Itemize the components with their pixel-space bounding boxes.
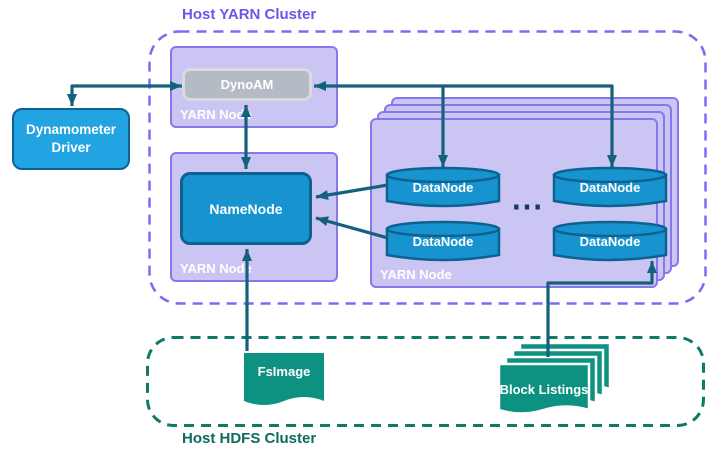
host-hdfs-cluster-title: Host HDFS Cluster	[182, 430, 317, 447]
ellipsis: ⋯	[511, 188, 543, 224]
datanode-cylinder-2: DataNode	[385, 220, 501, 266]
arrow-dynoam-driver	[67, 81, 182, 106]
yarn-node-label: YARN Node	[380, 267, 452, 282]
fsimage-document: FsImage	[243, 352, 325, 414]
datanode-label: DataNode	[579, 234, 641, 249]
dynamometer-driver-box: Dynamometer Driver	[12, 108, 130, 170]
host-yarn-cluster-title: Host YARN Cluster	[182, 6, 317, 23]
datanode-cylinder-1: DataNode	[385, 166, 501, 212]
datanode-cylinder-4: DataNode	[552, 220, 668, 266]
datanode-label: DataNode	[579, 180, 641, 195]
dynoam-box: DynoAM	[182, 68, 312, 101]
datanode-cylinder-3: DataNode	[552, 166, 668, 212]
block-listings-document: Block Listings	[497, 341, 612, 422]
yarn-node-label: YARN Node	[180, 261, 252, 276]
document-shape	[244, 353, 324, 405]
host-hdfs-cluster-border	[146, 336, 705, 427]
block-listings-label: Block Listings	[499, 381, 589, 397]
fsimage-label: FsImage	[257, 364, 311, 379]
namenode-box: NameNode	[180, 172, 312, 245]
datanode-label: DataNode	[412, 180, 474, 195]
datanode-label: DataNode	[412, 234, 474, 249]
yarn-node-label: YARN Node	[180, 107, 252, 122]
